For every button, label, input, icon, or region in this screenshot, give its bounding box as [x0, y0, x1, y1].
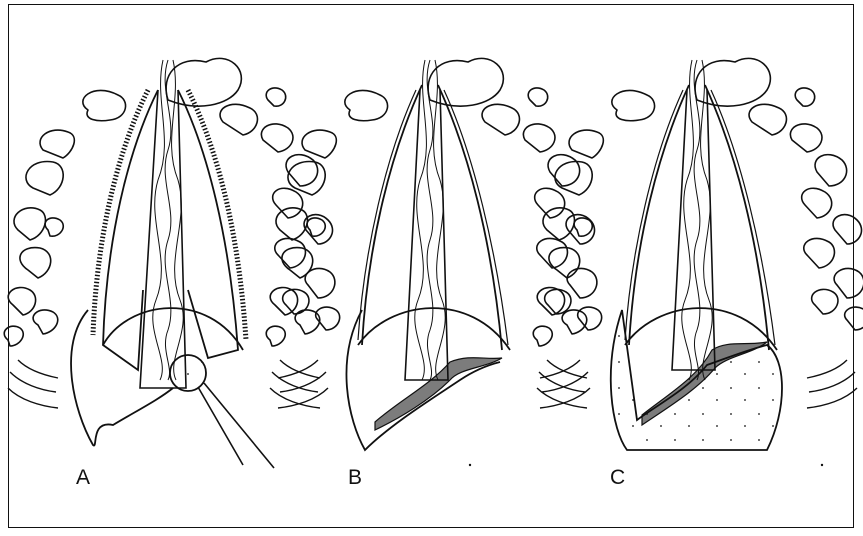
- panel-label-b: B: [348, 467, 362, 488]
- panel-c-drawing: [533, 58, 863, 450]
- panel-label-a: A: [76, 467, 90, 488]
- panel-a-drawing: [4, 58, 339, 468]
- panel-b-drawing: [266, 58, 601, 450]
- panel-label-c: C: [610, 467, 625, 488]
